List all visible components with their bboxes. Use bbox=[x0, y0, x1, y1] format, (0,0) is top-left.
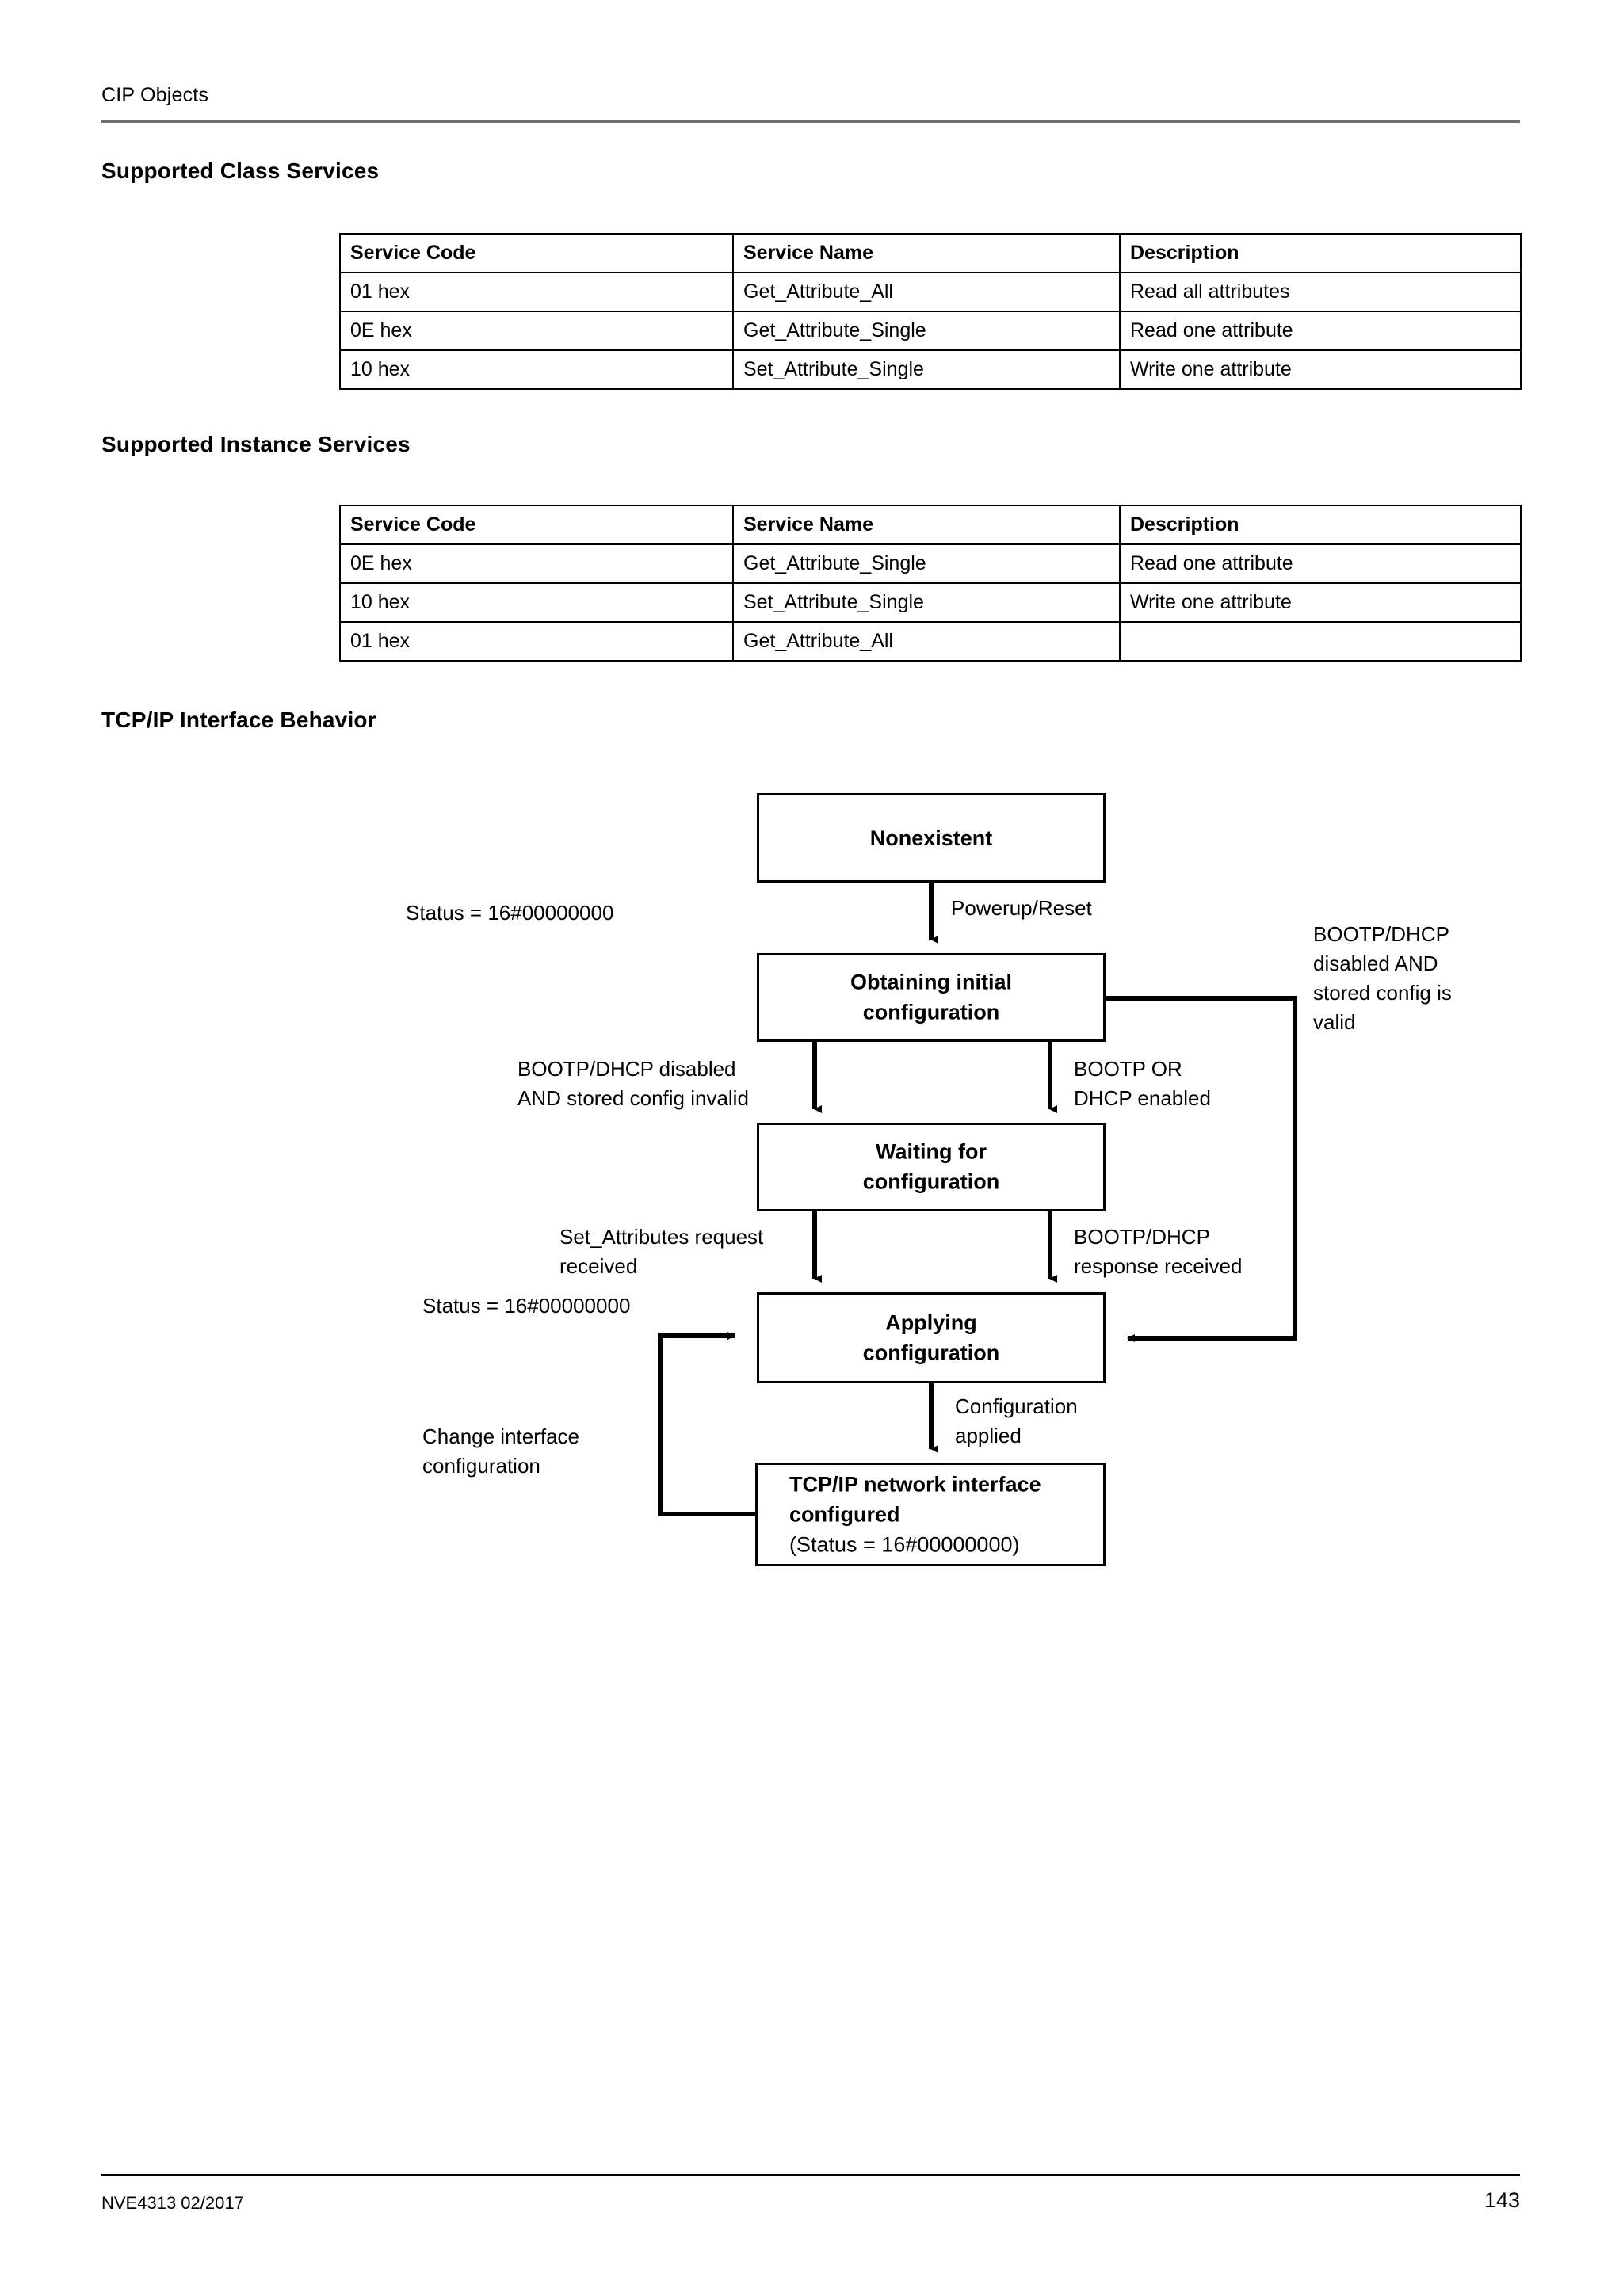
edge-label-configuration-applied: Configuration applied bbox=[955, 1394, 1078, 1447]
cell-description: Read one attribute bbox=[1119, 311, 1522, 351]
state-node-label: Waiting for configuration bbox=[862, 1139, 1000, 1194]
edge-label-bootp-or-dhcp-enabled: BOOTP OR DHCP enabled bbox=[1074, 1057, 1211, 1110]
column-header-description: Description bbox=[1119, 233, 1522, 273]
cell-service-code: 10 hex bbox=[339, 349, 734, 390]
state-node-sublabel: (Status = 16#00000000) bbox=[789, 1532, 1020, 1557]
cell-service-name: Set_Attribute_Single bbox=[732, 582, 1121, 623]
state-node-applying-configuration: Applying configuration bbox=[757, 1292, 1106, 1383]
page-title-class-services: Supported Class Services bbox=[101, 158, 380, 183]
table-row: 10 hex Set_Attribute_Single Write one at… bbox=[339, 349, 1522, 390]
instance-services-table: Service Code Service Name Description 0E… bbox=[339, 505, 1522, 662]
cell-description: Write one attribute bbox=[1119, 349, 1522, 390]
cell-description: Read one attribute bbox=[1119, 543, 1522, 584]
table-row: 0E hex Get_Attribute_Single Read one att… bbox=[339, 543, 1522, 584]
column-header-service-code: Service Code bbox=[339, 233, 734, 273]
cell-service-code: 01 hex bbox=[339, 272, 734, 312]
column-header-description: Description bbox=[1119, 505, 1522, 545]
table-row: 10 hex Set_Attribute_Single Write one at… bbox=[339, 582, 1522, 623]
table-header-row: Service Code Service Name Description bbox=[339, 505, 1522, 545]
running-head: CIP Objects bbox=[101, 84, 209, 106]
table-row: 01 hex Get_Attribute_All bbox=[339, 621, 1522, 662]
cell-service-name: Get_Attribute_Single bbox=[732, 311, 1121, 351]
cell-service-code: 01 hex bbox=[339, 621, 734, 662]
edge-label-bootp-dhcp-response-received: BOOTP/DHCP response received bbox=[1074, 1225, 1243, 1278]
footer-divider bbox=[101, 2174, 1520, 2176]
edge-label-powerup-reset: Powerup/Reset bbox=[951, 896, 1092, 920]
cell-service-name: Set_Attribute_Single bbox=[732, 349, 1121, 390]
edge-label-change-interface-configuration: Change interface configuration bbox=[422, 1425, 580, 1478]
cell-service-name: Get_Attribute_Single bbox=[732, 543, 1121, 584]
column-header-service-name: Service Name bbox=[732, 233, 1121, 273]
cell-description bbox=[1119, 621, 1522, 662]
cell-service-code: 10 hex bbox=[339, 582, 734, 623]
edge-label-status-mid: Status = 16#00000000 bbox=[422, 1294, 631, 1318]
page-title-instance-services: Supported Instance Services bbox=[101, 432, 411, 456]
cell-service-code: 0E hex bbox=[339, 543, 734, 584]
edge-configured-to-applying-feedback bbox=[658, 1332, 755, 1516]
page-title-tcpip-behavior: TCP/IP Interface Behavior bbox=[101, 707, 376, 732]
state-node-waiting-for-configuration: Waiting for configuration bbox=[757, 1123, 1106, 1211]
state-node-label: Obtaining initial configuration bbox=[850, 970, 1012, 1024]
state-node-nonexistent: Nonexistent bbox=[757, 793, 1106, 883]
cell-service-name: Get_Attribute_All bbox=[732, 272, 1121, 312]
state-node-obtaining-initial-configuration: Obtaining initial configuration bbox=[757, 953, 1106, 1042]
state-node-tcpip-network-interface-configured: TCP/IP network interface configured (Sta… bbox=[755, 1463, 1106, 1566]
state-node-label: TCP/IP network interface configured bbox=[789, 1472, 1041, 1527]
table-row: 0E hex Get_Attribute_Single Read one att… bbox=[339, 311, 1522, 351]
header-divider bbox=[101, 120, 1520, 123]
column-header-service-code: Service Code bbox=[339, 505, 734, 545]
state-node-label: Nonexistent bbox=[869, 826, 993, 850]
column-header-service-name: Service Name bbox=[732, 505, 1121, 545]
edge-obtaining-to-applying-bypass bbox=[1106, 996, 1297, 1342]
state-node-label: Applying configuration bbox=[862, 1310, 1000, 1365]
cell-service-name: Get_Attribute_All bbox=[732, 621, 1121, 662]
class-services-table: Service Code Service Name Description 01… bbox=[339, 233, 1522, 390]
edge-label-bootp-disabled-stored-config-invalid: BOOTP/DHCP disabled AND stored config in… bbox=[517, 1057, 749, 1110]
footer-document-id: NVE4313 02/2017 bbox=[101, 2193, 244, 2213]
edge-label-status-top: Status = 16#00000000 bbox=[406, 901, 614, 925]
table-header-row: Service Code Service Name Description bbox=[339, 233, 1522, 273]
table-row: 01 hex Get_Attribute_All Read all attrib… bbox=[339, 272, 1522, 312]
cell-description: Read all attributes bbox=[1119, 272, 1522, 312]
footer-page-number: 143 bbox=[1484, 2188, 1520, 2212]
edge-label-set-attributes-request-received: Set_Attributes request received bbox=[559, 1225, 764, 1278]
cell-service-code: 0E hex bbox=[339, 311, 734, 351]
edge-label-bootp-disabled-stored-config-valid: BOOTP/DHCP disabled AND stored config is… bbox=[1313, 922, 1452, 1034]
cell-description: Write one attribute bbox=[1119, 582, 1522, 623]
